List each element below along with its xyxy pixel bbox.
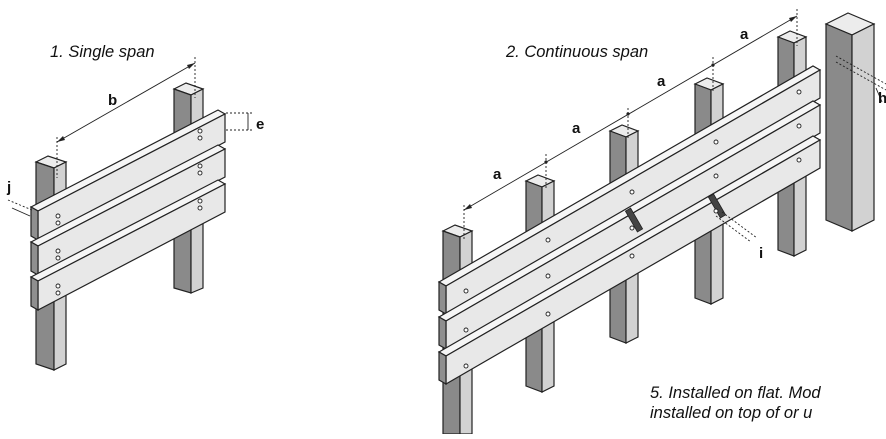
caption-installed-line-2: installed on top of or u [650, 404, 813, 422]
single-span-rail-middle [29, 144, 227, 277]
single-span-assembly [7, 57, 252, 371]
dimension-label-b: b [108, 92, 117, 109]
dimension-label-j: j [6, 179, 11, 196]
dimension-label-i: i [759, 245, 763, 262]
single-span-rail-top [29, 109, 227, 242]
dimension-label-a-1: a [493, 166, 502, 183]
dimension-label-a-4: a [740, 26, 749, 43]
caption-installed-line-1: 5. Installed on flat. Mod [650, 384, 821, 402]
continuous-span-assembly [437, 9, 822, 435]
continuous-span-rail-joints [624, 193, 727, 233]
dimension-label-a-2: a [572, 120, 581, 137]
continuous-span-bolts [463, 89, 802, 369]
single-span-rail-bottom [29, 179, 227, 312]
dimension-label-a-3: a [657, 73, 666, 90]
caption-single-span: 1. Single span [50, 43, 155, 61]
large-post-detail [824, 12, 886, 232]
dimension-line-j [11, 207, 31, 217]
single-span-bolts [55, 128, 203, 296]
dimension-label-e: e [256, 116, 264, 133]
continuous-span-rail-bottom [437, 135, 822, 386]
dimension-label-h: h [878, 90, 886, 107]
dimension-line-a [463, 15, 798, 211]
caption-continuous-span: 2. Continuous span [506, 43, 649, 61]
dimension-line-b [56, 62, 196, 143]
